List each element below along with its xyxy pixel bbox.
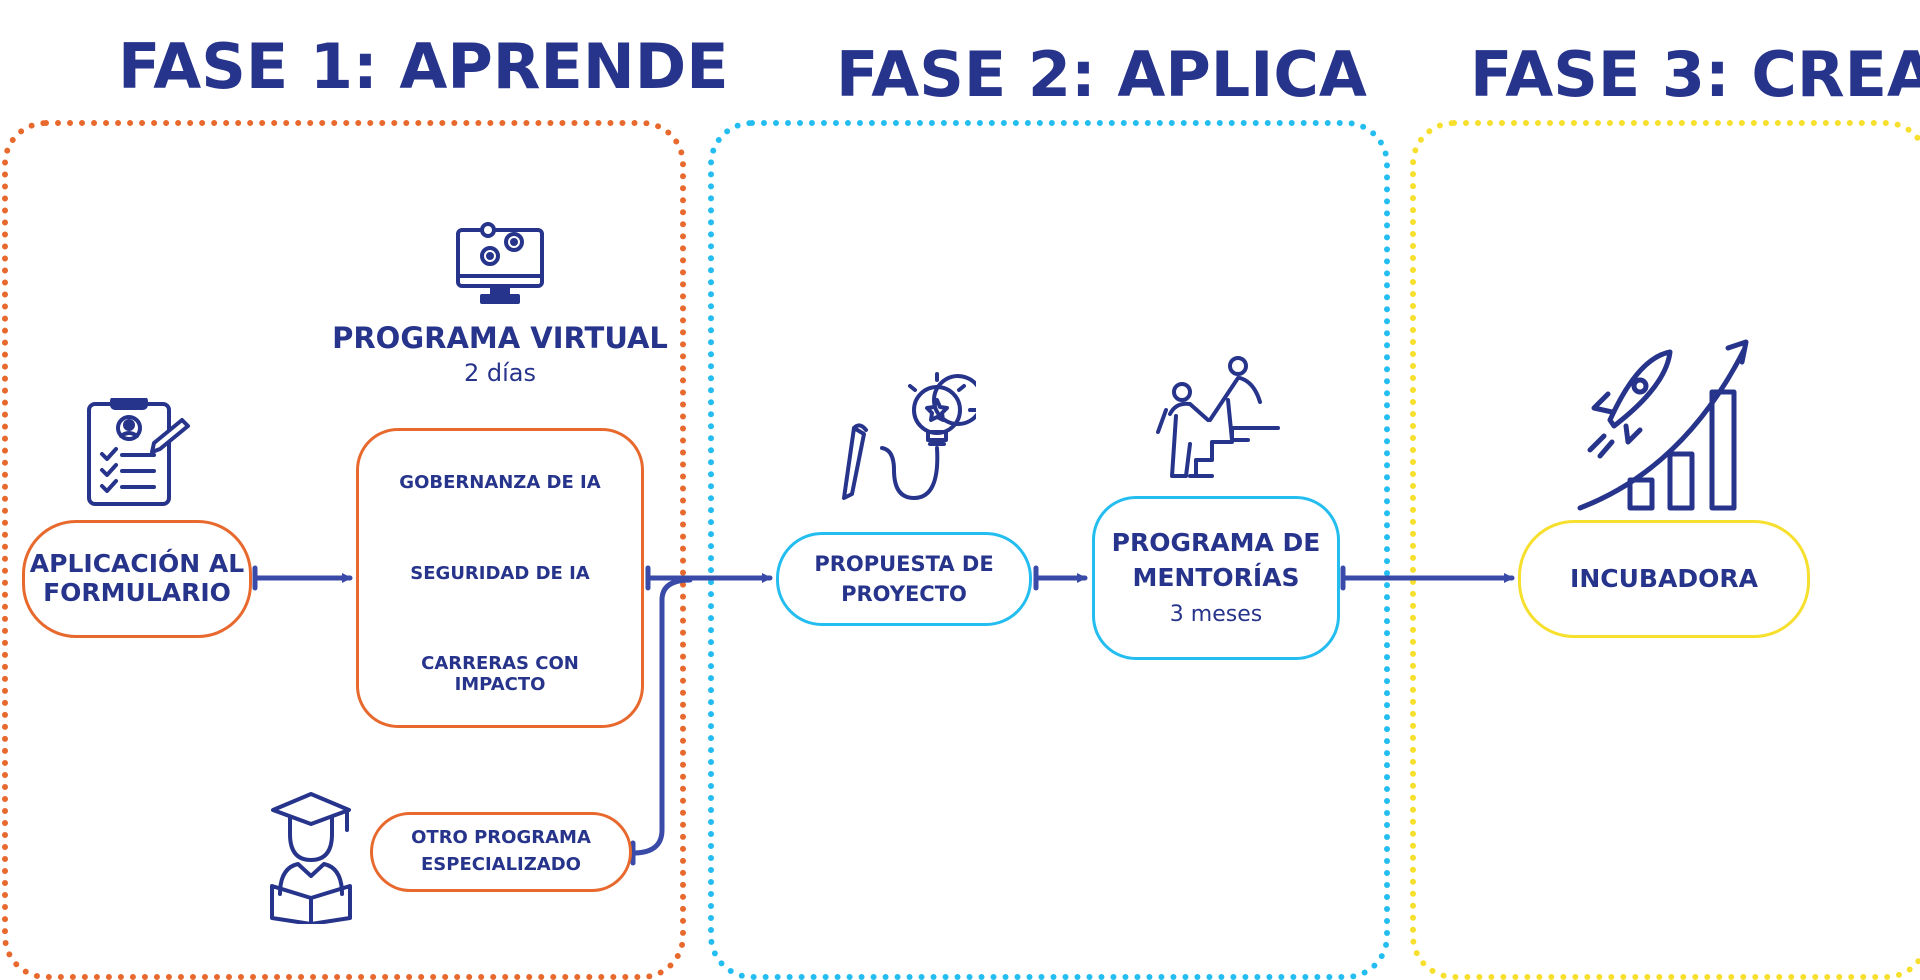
node-programa-mentorias: PROGRAMA DE MENTORÍAS 3 meses — [1092, 496, 1340, 660]
item-carreras-line-1: CARRERAS CON — [421, 653, 579, 675]
graduate-reading-icon — [268, 784, 354, 924]
climbing-help-icon — [1150, 356, 1282, 480]
node-aplicacion-formulario: APLICACIÓN AL FORMULARIO — [22, 520, 252, 638]
item-gobernanza: GOBERNANZA DE IA — [399, 472, 601, 493]
propuesta-line-2: PROYECTO — [841, 582, 967, 606]
otro-line-1: OTRO PROGRAMA — [411, 827, 591, 849]
node-incubadora: INCUBADORA — [1518, 520, 1810, 638]
propuesta-line-1: PROPUESTA DE — [814, 551, 994, 576]
computer-gears-icon — [456, 220, 544, 306]
incubadora-label: INCUBADORA — [1570, 563, 1758, 593]
phase-3-zone — [1410, 120, 1920, 980]
mentorias-line-2: MENTORÍAS — [1132, 562, 1300, 592]
node-programa-virtual: GOBERNANZA DE IA SEGURIDAD DE IA CARRERA… — [356, 428, 644, 728]
aplicacion-line-1: APLICACIÓN AL — [29, 549, 245, 579]
phase-1-title: FASE 1: APRENDE — [118, 30, 729, 103]
pencil-lightbulb-icon — [830, 370, 976, 510]
programa-virtual-heading: PROGRAMA VIRTUAL 2 días — [330, 321, 670, 388]
mentorias-line-1: PROGRAMA DE — [1111, 527, 1321, 557]
mentorias-duration: 3 meses — [1169, 602, 1263, 628]
programa-virtual-title: PROGRAMA VIRTUAL — [332, 321, 668, 355]
programa-virtual-duration: 2 días — [463, 359, 536, 388]
item-seguridad: SEGURIDAD DE IA — [410, 562, 590, 584]
aplicacion-line-2: FORMULARIO — [43, 578, 231, 607]
item-carreras-line-2: IMPACTO — [454, 674, 546, 696]
rocket-growth-icon — [1574, 338, 1752, 512]
phase-1-zone — [2, 120, 686, 980]
arrow-otro-to-propuesta — [630, 577, 693, 856]
phase-2-title: FASE 2: APLICA — [836, 38, 1367, 111]
node-otro-programa: OTRO PROGRAMA ESPECIALIZADO — [370, 812, 632, 892]
phase-2-zone — [708, 120, 1390, 980]
clipboard-icon — [84, 398, 194, 510]
phase-3-title: FASE 3: CREA — [1470, 38, 1920, 111]
node-propuesta-proyecto: PROPUESTA DE PROYECTO — [776, 532, 1032, 626]
otro-line-2: ESPECIALIZADO — [421, 854, 581, 875]
